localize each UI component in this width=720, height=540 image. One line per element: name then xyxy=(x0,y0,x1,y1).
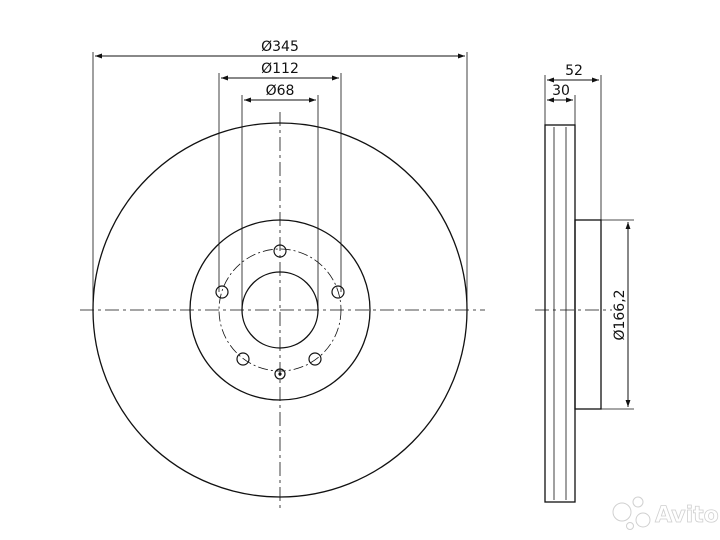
avito-logo-icon xyxy=(612,496,651,530)
center-bore-diameter-label: Ø68 xyxy=(266,83,295,99)
disc-thickness-label: 30 xyxy=(552,83,570,99)
extension-lines xyxy=(92,52,468,310)
front-view xyxy=(80,52,485,508)
bolt-hole xyxy=(331,285,345,299)
avito-watermark-text: Avito xyxy=(655,503,719,528)
hub-diameter-label: Ø166,2 xyxy=(612,289,628,340)
total-height-label: 52 xyxy=(565,63,583,79)
bolt-hole xyxy=(308,352,322,366)
bolt-hole xyxy=(215,285,229,299)
disc-profile xyxy=(544,124,576,503)
bolt-hole xyxy=(236,352,250,366)
side-extension-lines xyxy=(544,75,634,410)
hub-profile xyxy=(574,219,602,410)
side-view xyxy=(535,75,634,503)
outer-diameter-label: Ø345 xyxy=(261,39,299,55)
bolt-circle-diameter-label: Ø112 xyxy=(261,61,299,77)
avito-watermark: Avito xyxy=(612,496,719,530)
